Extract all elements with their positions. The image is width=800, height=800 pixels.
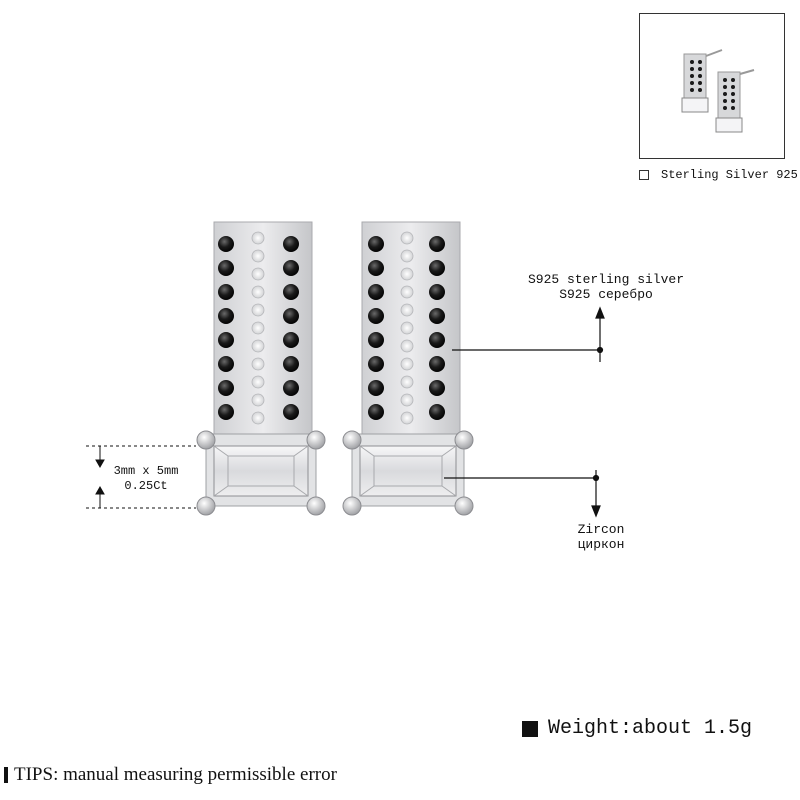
thumbnail-legend-label: Sterling Silver 925 bbox=[661, 168, 798, 182]
right-earring bbox=[342, 221, 474, 516]
tips-label: TIPS: manual measuring permissible error bbox=[14, 764, 337, 785]
bar-bullet-icon bbox=[4, 767, 8, 783]
metal-callout-line1: S925 sterling silver bbox=[527, 272, 685, 287]
square-bullet-icon bbox=[522, 720, 538, 737]
metal-callout-line2: S925 серебро bbox=[559, 287, 653, 302]
size-dimension-lines bbox=[86, 445, 196, 509]
thumbnail-image bbox=[639, 13, 785, 159]
earring-side-view-icon bbox=[681, 49, 755, 133]
thumbnail-legend: Sterling Silver 925 bbox=[639, 168, 798, 182]
metal-callout-lines bbox=[452, 306, 605, 362]
stone-callout: Zircon циркон bbox=[546, 522, 656, 552]
metal-callout: S925 sterling silver S925 серебро bbox=[506, 272, 706, 302]
size-label: 3mm x 5mm 0.25Ct bbox=[104, 464, 188, 494]
stone-callout-lines bbox=[444, 470, 601, 518]
tips-note: TIPS: manual measuring permissible error bbox=[4, 764, 337, 786]
size-label-line2: 0.25Ct bbox=[124, 479, 168, 493]
weight-label: Weight:about 1.5g bbox=[548, 717, 753, 740]
stone-callout-line1: Zircon bbox=[577, 522, 625, 537]
stone-callout-line2: циркон bbox=[577, 537, 625, 552]
size-label-line1: 3mm x 5mm bbox=[113, 464, 179, 478]
weight-info: Weight:about 1.5g bbox=[522, 717, 752, 740]
legend-square-icon bbox=[639, 170, 649, 180]
left-earring bbox=[196, 221, 326, 516]
